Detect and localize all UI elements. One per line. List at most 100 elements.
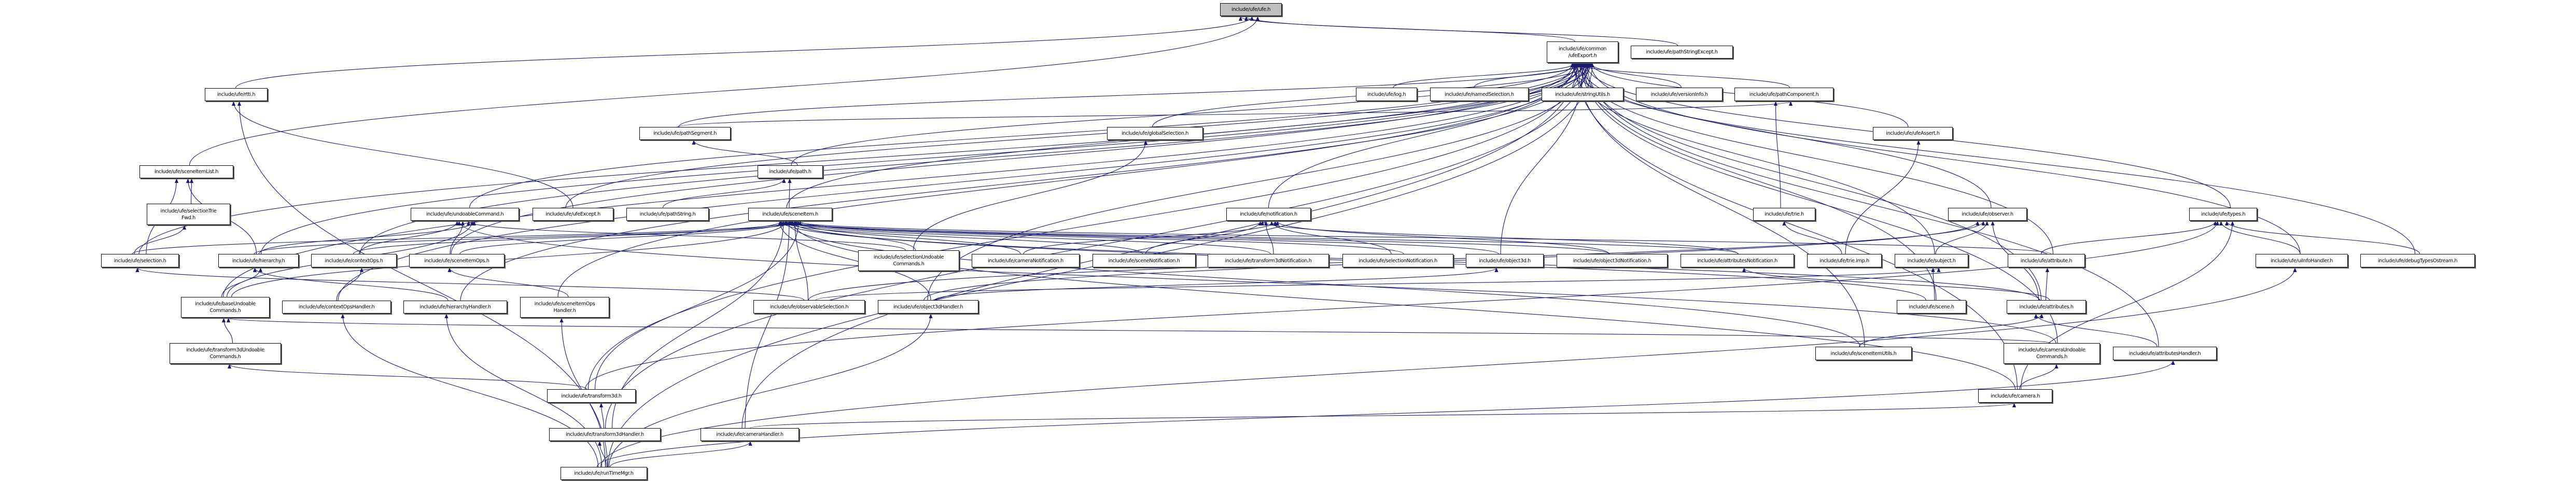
edge-transform3d-to-transform3d-undoable-commands bbox=[228, 364, 587, 390]
edge-transform3d-to-ufe-export bbox=[587, 63, 1583, 390]
edge-transform3d-to-types bbox=[584, 221, 2219, 390]
node-camera-undoable-commands[interactable]: include/ufe/cameraUndoable Commands.h bbox=[2004, 343, 2100, 364]
node-selection-notification[interactable]: include/ufe/selectionNotification.h bbox=[1342, 254, 1453, 267]
node-observable-selection[interactable]: include/ufe/observableSelection.h bbox=[753, 300, 865, 314]
node-notification[interactable]: include/ufe/notification.h bbox=[1226, 208, 1311, 221]
node-trie[interactable]: include/ufe/trie.h bbox=[1753, 208, 1815, 221]
node-scene-item-list[interactable]: include/ufe/sceneItemList.h bbox=[139, 165, 233, 178]
node-transform3d[interactable]: include/ufe/transform3d.h bbox=[547, 389, 636, 403]
node-hierarchy[interactable]: include/ufe/hierarchy.h bbox=[218, 254, 299, 267]
node-ufe: include/ufe/ufe.h bbox=[1220, 3, 1282, 16]
node-ufe-except[interactable]: include/ufe/ufeExcept.h bbox=[533, 208, 613, 221]
edge-base-undoable-commands-to-hierarchy bbox=[221, 267, 263, 297]
node-ufe-assert[interactable]: include/ufe/ufeAssert.h bbox=[1873, 127, 1953, 140]
edge-path-string-to-path bbox=[662, 178, 786, 208]
edge-selection-undoable-commands-to-undoable-command bbox=[467, 221, 906, 251]
node-scene-notification[interactable]: include/ufe/sceneNotification.h bbox=[1093, 254, 1196, 267]
node-attributes-notification[interactable]: include/ufe/attributesNotification.h bbox=[1681, 254, 1794, 267]
edge-path-to-path-segment bbox=[692, 140, 798, 166]
node-scene-item-utils[interactable]: include/ufe/sceneItemUtils.h bbox=[1815, 347, 1912, 360]
edge-object3d-notification-to-notification bbox=[1276, 221, 1609, 254]
node-context-ops-handler[interactable]: include/ufe/contextOpsHandler.h bbox=[282, 301, 391, 314]
node-run-time-mgr[interactable]: include/ufe/runTimeMgr.h bbox=[561, 467, 647, 480]
node-named-selection[interactable]: include/ufe/namedSelection.h bbox=[1430, 88, 1529, 101]
node-camera[interactable]: include/ufe/camera.h bbox=[1978, 389, 2052, 403]
node-log[interactable]: include/ufe/log.h bbox=[1356, 88, 1417, 101]
node-path-string-except[interactable]: include/ufe/pathStringExcept.h bbox=[1631, 46, 1733, 59]
node-attributes[interactable]: include/ufe/attributes.h bbox=[2007, 300, 2086, 314]
edge-path-segment-to-path-component bbox=[677, 101, 1793, 127]
node-path[interactable]: include/ufe/path.h bbox=[758, 165, 823, 178]
node-ufe-export[interactable]: include/ufe/common /ufeExport.h bbox=[1547, 41, 1618, 63]
node-camera-handler[interactable]: include/ufe/cameraHandler.h bbox=[701, 428, 799, 441]
edge-observable-selection-to-selection bbox=[135, 267, 805, 301]
node-debug-types-ostream[interactable]: include/ufe/debugTypesOstream.h bbox=[2360, 254, 2475, 267]
node-selection-trie-fwd[interactable]: include/ufe/selectionTrie Fwd.h bbox=[147, 204, 230, 225]
edge-selection-notification-to-scene-item bbox=[792, 221, 1404, 254]
edge-scene-item-to-path bbox=[788, 178, 792, 208]
node-object3d-handler[interactable]: include/ufe/object3dHandler.h bbox=[878, 300, 978, 314]
edge-selection-to-scene-item bbox=[132, 221, 792, 254]
edge-attributes-notification-to-notification bbox=[1261, 221, 1739, 254]
node-transform3d-notification[interactable]: include/ufe/transform3dNotification.h bbox=[1208, 254, 1329, 267]
node-undoable-command[interactable]: include/ufe/undoableCommand.h bbox=[411, 208, 519, 221]
edge-base-undoable-commands-to-ufe-export bbox=[222, 63, 1581, 297]
node-observer[interactable]: include/ufe/observer.h bbox=[1948, 208, 2027, 221]
edge-camera-handler-to-scene-item bbox=[745, 221, 791, 429]
node-hierarchy-handler[interactable]: include/ufe/hierarchyHandler.h bbox=[403, 301, 507, 314]
edge-selection-to-ufe-export bbox=[138, 63, 1579, 254]
edge-attributes-handler-to-ufe-export bbox=[1585, 63, 2159, 347]
node-transform3d-undoable-commands[interactable]: include/ufe/transform3dUndoable Commands… bbox=[170, 343, 281, 364]
edge-observable-selection-to-scene-item bbox=[793, 221, 809, 301]
node-path-string[interactable]: include/ufe/pathString.h bbox=[626, 208, 709, 221]
node-transform3d-handler[interactable]: include/ufe/transform3dHandler.h bbox=[549, 428, 661, 441]
node-path-component[interactable]: include/ufe/pathComponent.h bbox=[1734, 88, 1833, 101]
edge-scene-item-ops-handler-to-ufe-export bbox=[557, 63, 1577, 297]
node-scene[interactable]: include/ufe/scene.h bbox=[1897, 300, 1966, 314]
edge-object3d-notification-to-scene-item bbox=[783, 221, 1610, 254]
edge-run-time-mgr-to-camera-handler bbox=[609, 441, 752, 467]
edge-path-string-except-to-ufe bbox=[1244, 16, 1678, 46]
edge-hierarchy-handler-to-hierarchy bbox=[253, 267, 449, 301]
node-object3d[interactable]: include/ufe/object3d.h bbox=[1466, 254, 1544, 267]
edge-camera-handler-to-ufe-export bbox=[741, 63, 1579, 429]
edge-camera-to-ufe-export bbox=[1574, 63, 2018, 390]
edge-attribute-to-scene-item bbox=[795, 221, 2052, 254]
node-camera-notification[interactable]: include/ufe/cameraNotification.h bbox=[972, 254, 1080, 267]
edge-camera-undoable-commands-to-base-undoable-commands bbox=[227, 318, 2051, 344]
edge-transform3d-notification-to-scene-item bbox=[787, 221, 1271, 254]
node-rtti[interactable]: include/ufe/rtti.h bbox=[205, 88, 268, 101]
node-object3d-notification[interactable]: include/ufe/object3dNotification.h bbox=[1557, 254, 1668, 267]
edge-version-info-to-ufe-export bbox=[1589, 63, 1682, 88]
edge-selection-trie-fwd-to-scene-item-list bbox=[189, 178, 194, 204]
node-attributes-handler[interactable]: include/ufe/attributesHandler.h bbox=[2113, 347, 2217, 360]
node-trie-imp[interactable]: include/ufe/trie.imp.h bbox=[1807, 254, 1882, 267]
node-scene-item[interactable]: include/ufe/sceneItem.h bbox=[748, 208, 832, 221]
node-string-utils[interactable]: include/ufe/stringUtils.h bbox=[1542, 88, 1623, 101]
node-global-selection[interactable]: include/ufe/globalSelection.h bbox=[1107, 127, 1203, 140]
node-scene-item-ops-handler[interactable]: include/ufe/sceneItemOps Handler.h bbox=[520, 297, 609, 318]
node-path-segment[interactable]: include/ufe/pathSegment.h bbox=[639, 127, 731, 140]
node-types[interactable]: include/ufe/types.h bbox=[2189, 208, 2257, 221]
edge-transform3d-handler-to-ufe-export bbox=[605, 63, 1589, 429]
node-ui-info-handler[interactable]: include/ufe/uiInfoHandler.h bbox=[2256, 254, 2348, 267]
node-selection[interactable]: include/ufe/selection.h bbox=[101, 254, 179, 267]
node-base-undoable-commands[interactable]: include/ufe/baseUndoable Commands.h bbox=[181, 297, 270, 318]
edge-attributes-to-attribute bbox=[2045, 267, 2050, 301]
node-subject[interactable]: include/ufe/subject.h bbox=[1895, 254, 1968, 267]
edge-object3d-handler-to-ufe-export bbox=[927, 63, 1591, 301]
node-selection-undoable-commands[interactable]: include/ufe/selectionUndoable Commands.h bbox=[858, 250, 959, 271]
node-scene-item-ops[interactable]: include/ufe/sceneItemOps.h bbox=[409, 254, 505, 267]
edge-camera-handler-to-camera bbox=[750, 403, 2016, 429]
edge-object3d-handler-to-scene-item bbox=[778, 221, 931, 301]
edge-hierarchy-to-scene-item bbox=[254, 221, 798, 254]
edge-transform3d-undoable-commands-to-base-undoable-commands bbox=[221, 318, 233, 344]
node-version-info[interactable]: include/ufe/versionInfo.h bbox=[1636, 88, 1723, 101]
node-context-ops[interactable]: include/ufe/contextOps.h bbox=[311, 254, 397, 267]
edge-transform3d-to-scene-item bbox=[594, 221, 801, 390]
node-attribute[interactable]: include/ufe/attribute.h bbox=[2008, 254, 2085, 267]
edge-observable-selection-to-subject bbox=[815, 267, 1941, 301]
edge-transform3d-notification-to-notification bbox=[1264, 221, 1274, 254]
